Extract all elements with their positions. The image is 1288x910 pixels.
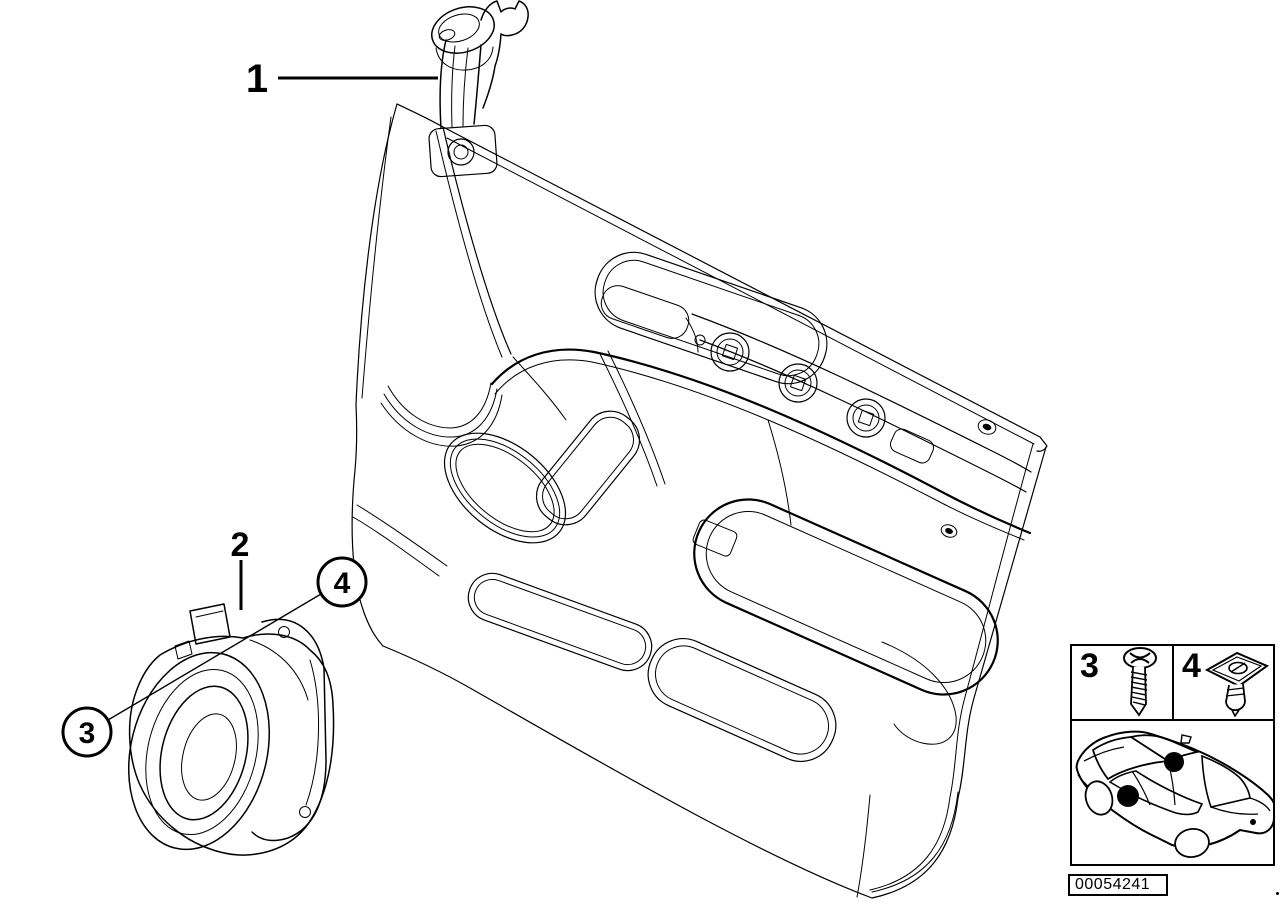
front-door-speaker-marker	[1117, 785, 1139, 807]
callout-4: 4	[316, 556, 368, 608]
woofer-grille	[443, 432, 567, 544]
callout-3: 3	[61, 593, 322, 758]
callout-1-label: 1	[246, 57, 268, 101]
legend-item-rivet: 4	[1174, 646, 1273, 719]
tweeter-assembly-drawing	[431, 0, 529, 129]
rear-door-speaker-marker	[1164, 752, 1184, 772]
legend-item-4-label: 4	[1182, 647, 1201, 685]
legend-box: 3 4	[1070, 644, 1275, 866]
page-dot	[1276, 892, 1279, 895]
legend-fasteners-row: 3 4	[1072, 646, 1273, 721]
door-trim-panel-drawing	[351, 103, 1048, 899]
woofer-assembly-drawing	[127, 603, 335, 856]
window-switch-bezels	[710, 332, 886, 438]
car-location-map	[1072, 721, 1273, 864]
expanding-rivet-icon	[1204, 651, 1270, 717]
callout-2: 2	[231, 526, 250, 610]
callout-4-label: 4	[334, 567, 351, 600]
callout-1: 1	[246, 57, 438, 101]
car-speaker-locations-icon	[1075, 730, 1273, 858]
screw-icon	[1123, 647, 1157, 717]
legend-item-screw: 3	[1072, 646, 1174, 719]
callout-2-label: 2	[231, 526, 250, 564]
callout-3-label: 3	[79, 717, 96, 750]
speaker-connector	[189, 603, 231, 645]
diagram-number-box: 00054241	[1068, 874, 1168, 896]
diagram-number: 00054241	[1075, 876, 1151, 893]
legend-item-3-label: 3	[1080, 647, 1099, 685]
